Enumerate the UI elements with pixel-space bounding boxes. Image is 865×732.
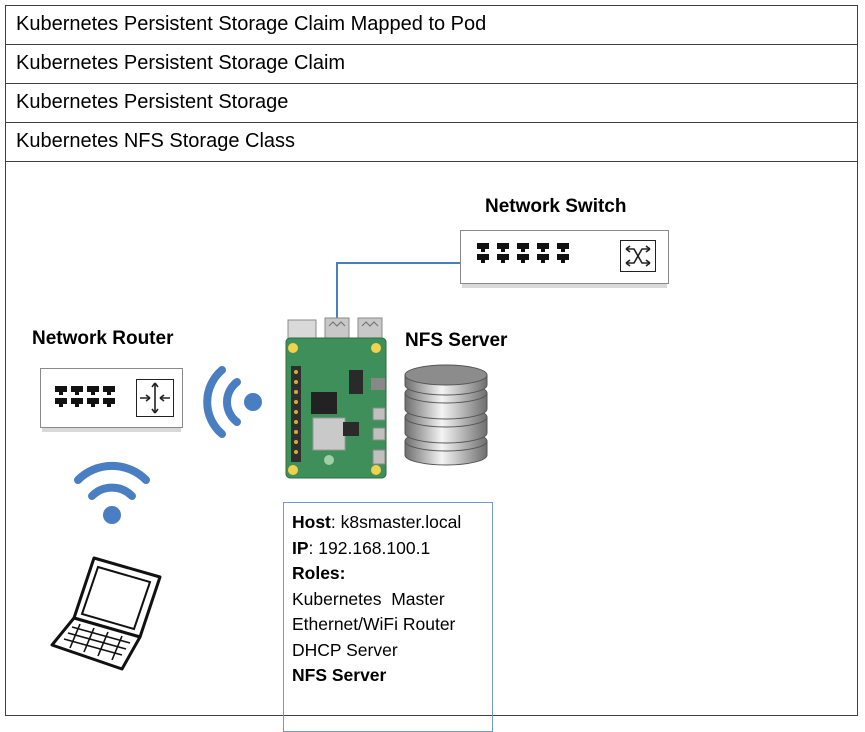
host-value: : k8smaster.local <box>330 512 462 532</box>
role-item: DHCP Server <box>292 639 398 660</box>
role-item: Kubernetes Master <box>292 588 445 609</box>
layer-label: Kubernetes Persistent Storage <box>16 91 289 113</box>
layer-label: Kubernetes NFS Storage Class <box>16 130 296 152</box>
router-arrows-icon <box>136 379 174 417</box>
layer-bar-nfs-storage-class: Kubernetes NFS Storage Class <box>5 123 858 162</box>
network-switch <box>460 230 669 284</box>
host-info-box: Host: k8smaster.local IP: 192.168.100.1 … <box>283 502 493 732</box>
wireless-link-icon <box>203 366 262 438</box>
host-key: Host <box>292 512 331 532</box>
raspberry-pi-board-icon <box>285 317 387 479</box>
layer-bar-storage-claim: Kubernetes Persistent Storage Claim <box>5 45 858 84</box>
database-cylinder-icon <box>404 364 488 466</box>
diagram-canvas <box>5 159 858 716</box>
switch-crossed-arrows-icon <box>620 240 656 272</box>
network-router <box>40 368 183 428</box>
network-switch-label: Network Switch <box>485 196 627 217</box>
wifi-signal-icon <box>74 461 150 524</box>
role-item: Ethernet/WiFi Router <box>292 614 456 634</box>
ip-value: : 192.168.100.1 <box>308 537 431 558</box>
ip-row: IP: 192.168.100.1 <box>292 536 492 562</box>
layer-label: Kubernetes Persistent Storage Claim <box>16 52 346 74</box>
layer-bar-persistent-storage: Kubernetes Persistent Storage <box>5 84 858 123</box>
host-row: Host: k8smaster.local <box>292 510 492 536</box>
laptop-icon <box>50 556 162 671</box>
role-item-highlight: NFS Server <box>292 665 387 685</box>
layer-bar-pod-mapping: Kubernetes Persistent Storage Claim Mapp… <box>5 5 858 45</box>
switch-ports <box>477 243 569 263</box>
ip-key: IP <box>292 537 309 558</box>
roles-heading: Roles: <box>292 563 346 583</box>
nfs-server-label: NFS Server <box>405 330 508 351</box>
layer-label: Kubernetes Persistent Storage Claim Mapp… <box>16 13 487 35</box>
network-router-label: Network Router <box>32 328 174 349</box>
router-ports <box>55 386 115 407</box>
